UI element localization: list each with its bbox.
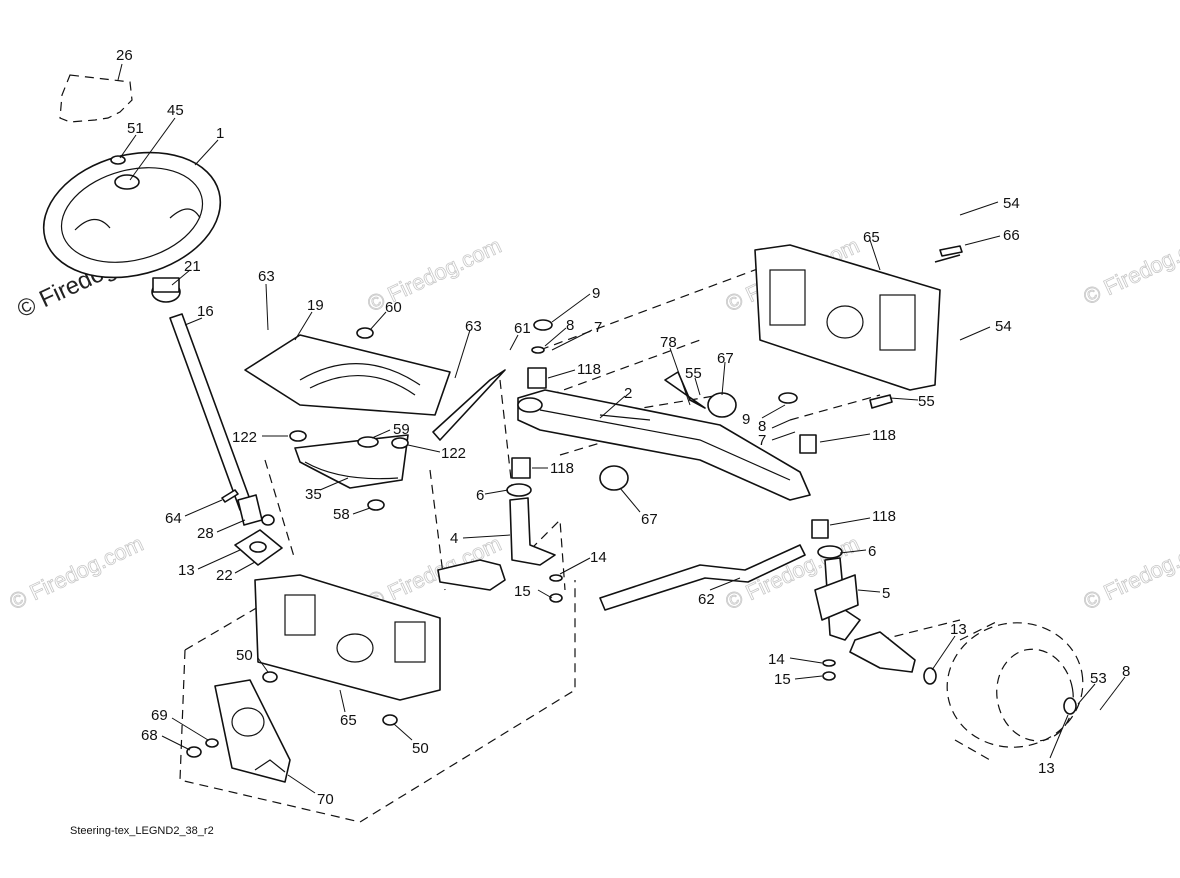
hardware-parts [186,245,1077,758]
front-cover-plate [214,679,291,783]
diagram-caption: Steering-tex_LEGND2_38_r2 [70,825,214,837]
callout-55: 55 [918,393,935,410]
callout-62: 62 [698,591,715,608]
callout-65: 65 [340,712,357,729]
callout-7: 7 [758,432,766,449]
front-axle [517,389,811,501]
watermark: © Firedog.com [6,531,148,615]
callout-13: 13 [1038,760,1055,777]
sector-gear [289,430,409,511]
callout-118: 118 [577,361,601,378]
callout-15: 15 [514,583,531,600]
callout-54: 54 [1003,195,1020,212]
callout-69: 69 [151,707,168,724]
steering-shaft [151,277,263,526]
front-panel-right [754,244,941,391]
callout-13: 13 [178,562,195,579]
callout-6: 6 [476,487,484,504]
callout-26: 26 [116,47,133,64]
callout-61: 61 [514,320,531,337]
spindle-left [437,483,556,591]
watermark: © Firedog.com [1080,226,1180,310]
callout-50: 50 [236,647,253,664]
callout-9: 9 [742,411,750,428]
callout-118: 118 [550,460,574,477]
callout-66: 66 [1003,227,1020,244]
callout-51: 51 [127,120,144,137]
callout-59: 59 [393,421,410,438]
callout-9: 9 [592,285,600,302]
callout-19: 19 [307,297,324,314]
callout-63: 63 [258,268,275,285]
callout-1: 1 [216,125,224,142]
callout-16: 16 [197,303,214,320]
callout-21: 21 [184,258,201,275]
callout-45: 45 [167,102,184,119]
spindle-right [814,545,916,673]
callout-14: 14 [768,651,785,668]
callout-65: 65 [863,229,880,246]
callout-labels: 26 45 51 1 21 16 63 19 60 63 61 9 8 7 11… [116,47,1130,808]
callout-118: 118 [872,427,896,444]
front-wheel [946,619,1084,761]
callout-122: 122 [441,445,466,462]
assembly-lines [179,267,961,823]
watermark: © Firedog.com [1080,531,1180,615]
callout-2: 2 [624,385,632,402]
steering-wheel-cap [59,74,133,123]
callout-60: 60 [385,299,402,316]
front-panel-left [254,574,441,701]
callout-118: 118 [872,508,896,525]
callout-35: 35 [305,486,322,503]
callout-67: 67 [717,350,734,367]
callout-67: 67 [641,511,658,528]
callout-14: 14 [590,549,607,566]
callout-8: 8 [566,317,574,334]
callout-50: 50 [412,740,429,757]
callout-78: 78 [660,334,677,351]
callout-4: 4 [450,530,458,547]
callout-53: 53 [1090,670,1107,687]
callout-5: 5 [882,585,890,602]
callout-8: 8 [1122,663,1130,680]
callout-28: 28 [197,525,214,542]
callout-68: 68 [141,727,158,744]
callout-8: 8 [758,418,766,435]
callout-55: 55 [685,365,702,382]
callout-58: 58 [333,506,350,523]
callout-64: 64 [165,510,182,527]
steering-support-bracket [244,327,451,416]
callout-63: 63 [465,318,482,335]
leader-lines [117,63,1126,794]
callout-70: 70 [317,791,334,808]
callout-54: 54 [995,318,1012,335]
callout-13: 13 [950,621,967,638]
callout-122: 122 [232,429,257,446]
callout-6: 6 [868,543,876,560]
steering-wheel [42,151,222,279]
drag-link [599,544,806,611]
callout-15: 15 [774,671,791,688]
callout-7: 7 [594,319,602,336]
callout-22: 22 [216,567,233,584]
bearing-flange [234,529,283,566]
